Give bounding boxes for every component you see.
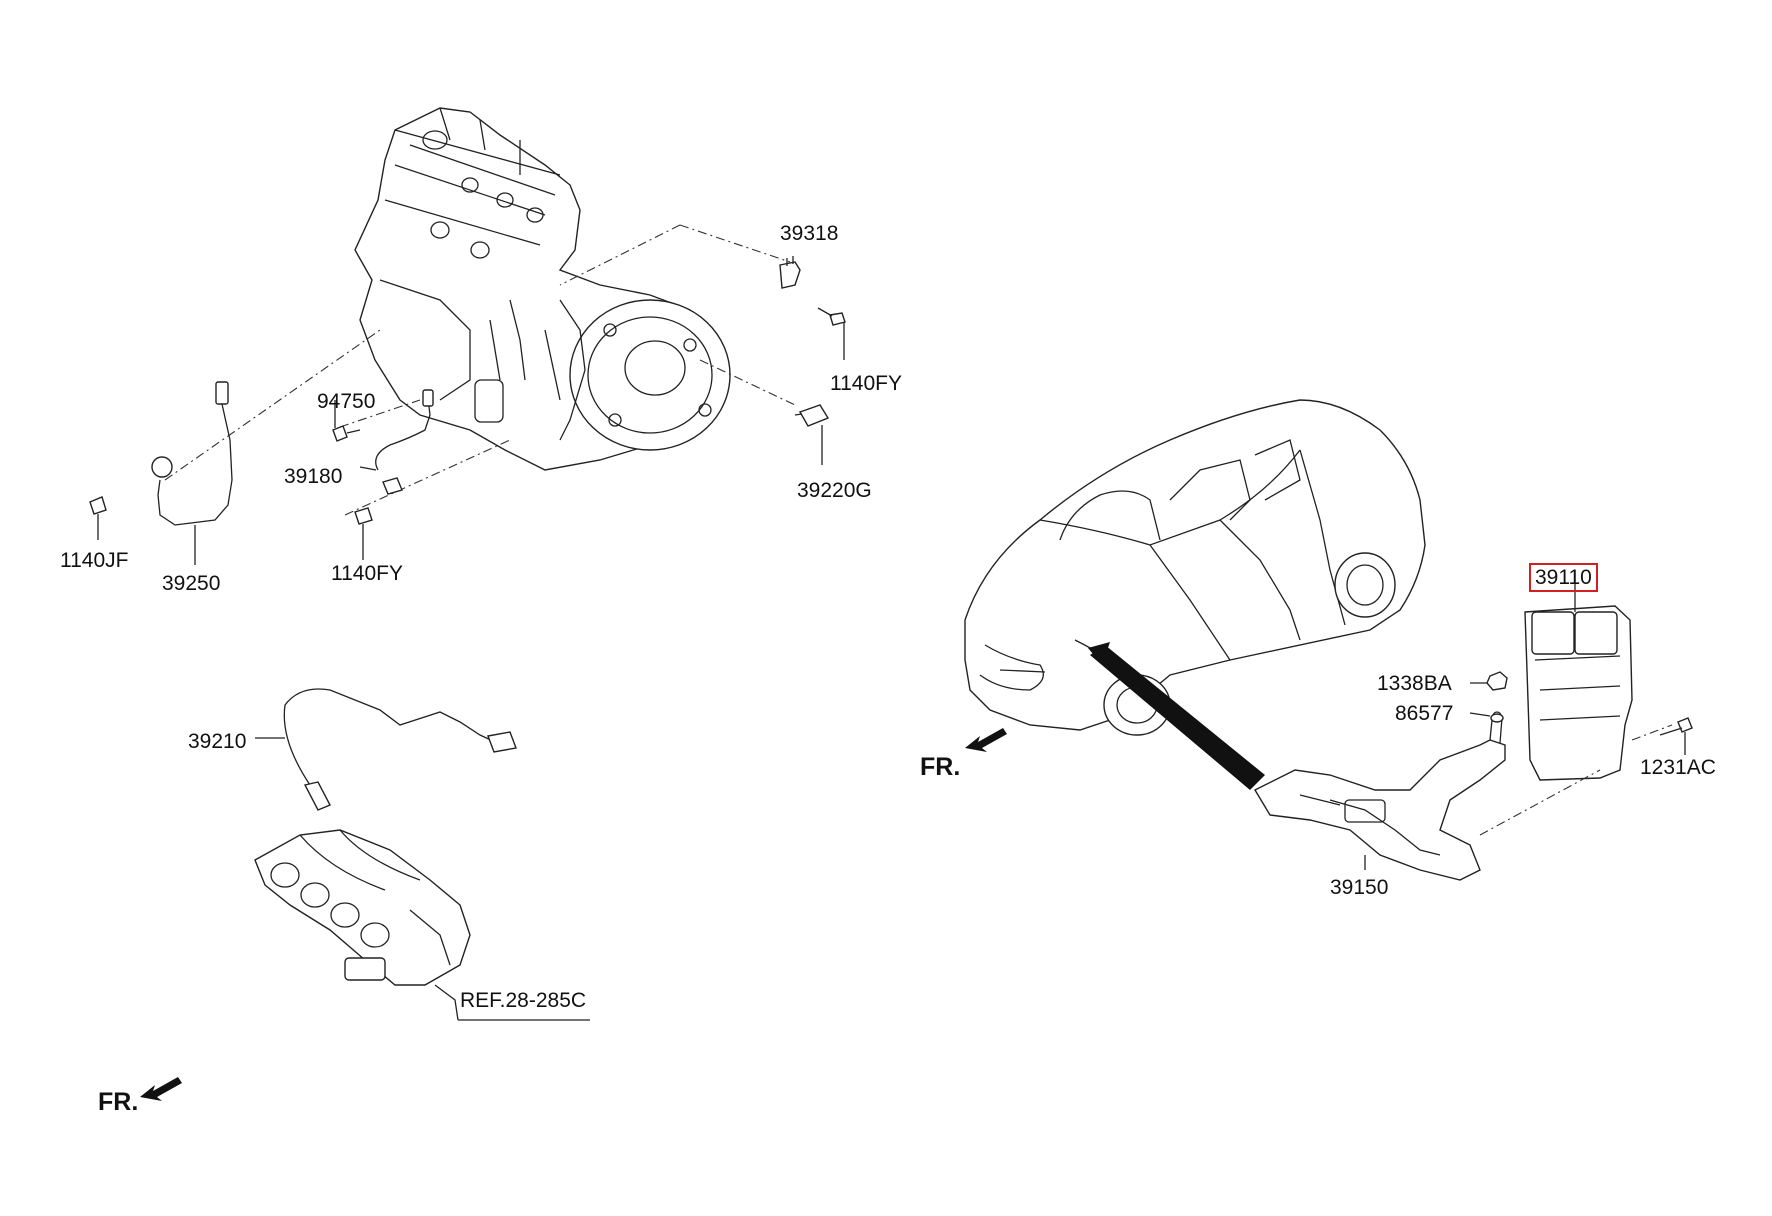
front-direction-label-left: FR. — [98, 1088, 139, 1116]
label-1140jf: 1140JF — [60, 549, 129, 572]
fasteners-drawing — [1469, 671, 1693, 836]
car-drawing — [964, 399, 1426, 790]
label-94750: 94750 — [317, 390, 376, 413]
sensor-39250-drawing — [89, 381, 233, 565]
fr-arrow-right-drawing — [965, 728, 1007, 752]
bracket-39150-drawing — [1254, 711, 1506, 881]
sensor-39210-drawing — [255, 688, 517, 811]
label-86577: 86577 — [1395, 702, 1454, 725]
label-39250: 39250 — [162, 572, 221, 595]
label-1140fy-top: 1140FY — [830, 372, 902, 395]
exhaust-manifold-drawing — [254, 829, 590, 1021]
label-39210: 39210 — [188, 730, 247, 753]
engine-block-drawing — [354, 107, 731, 471]
label-39180: 39180 — [284, 465, 343, 488]
sensor-94750-drawing — [332, 400, 361, 442]
label-ref-28-285c: REF.28-285C — [460, 989, 587, 1012]
label-39220g: 39220G — [797, 479, 872, 502]
label-1231ac: 1231AC — [1640, 756, 1716, 779]
label-39150: 39150 — [1330, 876, 1389, 899]
label-1140fy-bottom: 1140FY — [331, 562, 403, 585]
sensor-39318-drawing — [779, 256, 846, 360]
ecu-39110-drawing — [1524, 570, 1633, 781]
sensor-39180-drawing — [354, 389, 434, 560]
fr-arrow-left-drawing — [140, 1077, 182, 1101]
label-39318: 39318 — [780, 222, 839, 245]
engine-leader-lines — [164, 224, 796, 516]
label-39110-highlighted: 39110 — [1529, 563, 1598, 592]
label-1338ba: 1338BA — [1377, 672, 1452, 695]
sensor-39220g-drawing — [794, 404, 830, 465]
front-direction-label-right: FR. — [920, 753, 961, 781]
